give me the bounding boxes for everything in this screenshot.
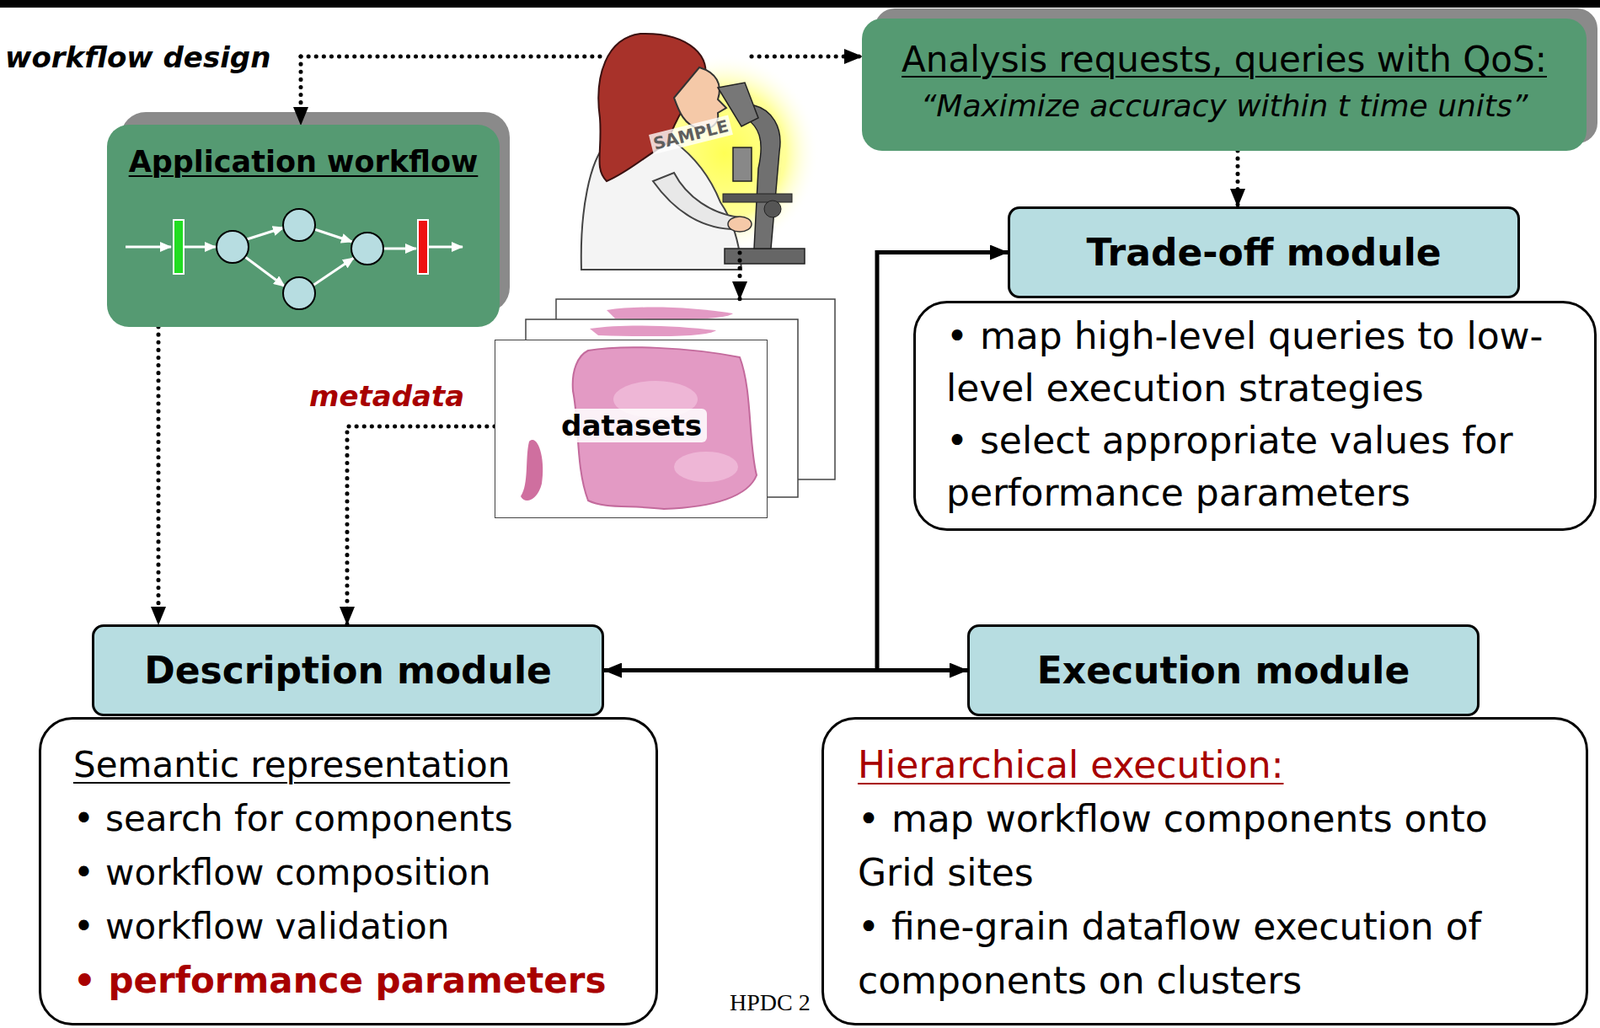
tissue-illustration (674, 451, 739, 482)
node-text: Description module (144, 648, 552, 692)
node-text: • search for components (73, 791, 644, 846)
node-text: • select appropriate values for performa… (946, 414, 1578, 520)
scientist-illustration (722, 193, 792, 203)
dotted-connector (1236, 150, 1241, 207)
workflow-illustration (351, 232, 384, 265)
dotted-leader (299, 56, 304, 125)
module-header: Execution module (967, 624, 1480, 717)
dataset-sheet: datasets (494, 339, 768, 519)
workflow-illustration (314, 229, 353, 242)
dotted-leader (751, 54, 862, 59)
module-body: Semantic representation• search for comp… (38, 717, 659, 1026)
edge-label: metadata (307, 379, 466, 413)
node-text: Trade-off module (1086, 230, 1441, 274)
scientist-illustration (724, 248, 805, 264)
tissue-illustration (520, 439, 543, 501)
workflow-illustration (246, 227, 284, 240)
module-body: Hierarchical execution:• map workflow co… (821, 717, 1589, 1026)
node-text: • workflow composition (73, 845, 644, 900)
node-text: • workflow validation (73, 899, 644, 954)
scientist-illustration (764, 200, 782, 218)
workflow-illustration (216, 208, 384, 310)
node-text: Application workflow (117, 144, 490, 179)
watermark: SAMPLE (648, 115, 734, 156)
scientist-illustration (733, 147, 752, 182)
scientist-illustration (581, 33, 819, 270)
dotted-connector (347, 426, 495, 625)
scientist-illustration (727, 216, 752, 232)
workflow-illustration (283, 277, 316, 310)
workflow-illustration (216, 230, 249, 263)
module-header: Trade-off module (1007, 206, 1520, 299)
workflow-illustration (125, 246, 172, 249)
workflow-illustration (428, 246, 463, 249)
workflow-illustration (245, 256, 285, 287)
dotted-connector (156, 326, 161, 625)
workflow-illustration (417, 219, 429, 274)
workflow-box: Application workflow (107, 124, 500, 327)
module-header: Description module (91, 624, 605, 717)
dataset-back-sheets (606, 307, 734, 321)
top-band (0, 0, 1600, 8)
dotted-leader (738, 252, 743, 300)
dotted-leader (300, 54, 600, 59)
node-text: Hierarchical execution: (857, 738, 1536, 792)
node-text: “Maximize accuracy within t time units” (878, 86, 1570, 127)
node-text: Execution module (1037, 648, 1411, 692)
node-text: • map workflow components onto Grid site… (857, 791, 1536, 900)
workflow-illustration (312, 257, 354, 286)
module-body: • map high-level queries to low-level ex… (913, 300, 1597, 531)
annotation-label: workflow design (5, 40, 271, 75)
node-text: Semantic representation (73, 738, 644, 792)
footer-label: HPDC 2 (729, 989, 811, 1017)
node-text: • performance parameters (73, 953, 644, 1008)
node-text: Analysis requests, queries with QoS: (878, 37, 1570, 84)
workflow-illustration (184, 246, 216, 249)
workflow-illustration (283, 208, 316, 241)
request-box: Analysis requests, queries with QoS:“Max… (861, 18, 1587, 151)
dataset-back-sheets (589, 325, 717, 337)
node-text: datasets (556, 408, 707, 443)
workflow-illustration (173, 219, 184, 274)
workflow-illustration (383, 247, 417, 251)
node-text: • map high-level queries to low-level ex… (946, 310, 1578, 415)
node-text: • fine-grain dataflow execution of compo… (857, 899, 1536, 1008)
